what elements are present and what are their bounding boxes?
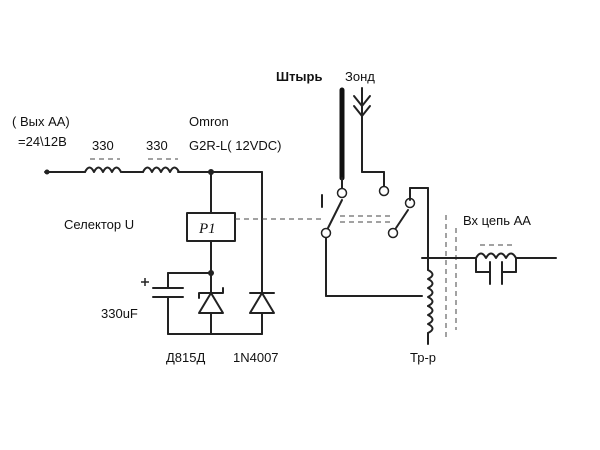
capacitor-label: 330uF [101, 306, 138, 321]
relay-maker-label: Omron [189, 114, 229, 129]
diode-symbol [249, 292, 275, 335]
switch-arm [395, 209, 409, 229]
relay-contact [378, 185, 390, 197]
relay-contact [387, 227, 399, 239]
capacitor-symbol [141, 272, 184, 335]
input-inductor [475, 244, 517, 259]
supply-terminal [44, 169, 50, 175]
probe-antenna-symbol [353, 87, 371, 173]
whip-label: Штырь [276, 69, 322, 84]
relay-contact [336, 187, 348, 199]
choke-2-symbol [142, 158, 180, 173]
zener-label: Д815Д [166, 350, 205, 365]
relay-contact [404, 197, 416, 209]
transformer-label: Тр-р [410, 350, 436, 365]
selector-label: Селектор U [64, 217, 134, 232]
probe-label: Зонд [345, 69, 375, 84]
choke-2-label: 330 [146, 138, 168, 153]
input-circuit-label: Вх цепь АА [463, 213, 531, 228]
switch-arm [327, 199, 343, 229]
relay-tag-label: Р1 [198, 221, 216, 237]
choke-1-symbol [84, 158, 122, 173]
relay-contact [320, 227, 332, 239]
zener-diode-symbol [198, 272, 224, 335]
choke-1-label: 330 [92, 138, 114, 153]
transformer-coil [427, 269, 434, 345]
output-label: ( Вых АА) [12, 114, 70, 129]
supply-line [44, 169, 263, 175]
relay-model-label: G2R-L( 12VDC) [189, 138, 281, 153]
supply-voltage-label: =24\12В [18, 134, 67, 149]
diode-label: 1N4007 [233, 350, 279, 365]
input-capacitor [489, 261, 503, 285]
